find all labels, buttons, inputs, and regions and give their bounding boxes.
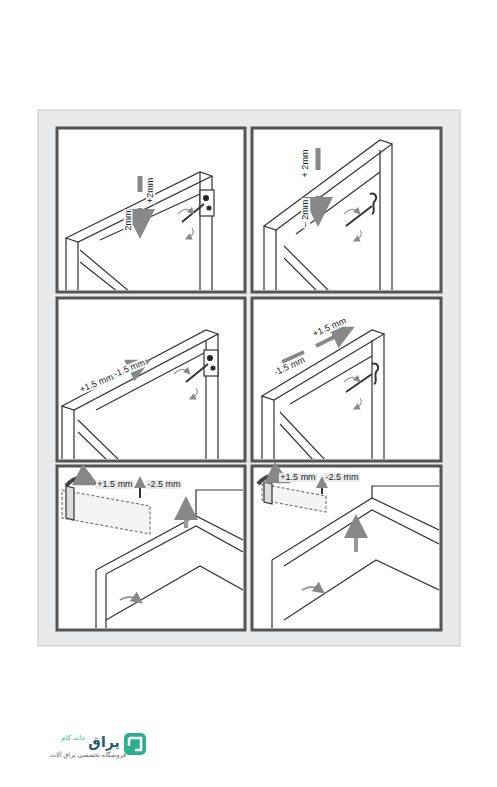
dimension-label: +1.5 mm <box>96 480 133 489</box>
dimension-label: + 2mm <box>301 148 310 178</box>
dimension-label: -2.5 mm <box>324 473 359 482</box>
dimension-label: – 2mm <box>301 198 310 228</box>
dimension-label: -2.5 mm <box>146 480 181 489</box>
dimension-label: +2mm <box>146 176 155 203</box>
logo-text: یراق <box>87 735 120 749</box>
logo-text: فروشگاه تخصصی یراق آلات <box>49 752 127 759</box>
dimension-label: +1.5 mm <box>279 473 316 482</box>
logo-text: دات کام <box>60 734 85 741</box>
dimension-label: 2mm <box>124 209 133 231</box>
